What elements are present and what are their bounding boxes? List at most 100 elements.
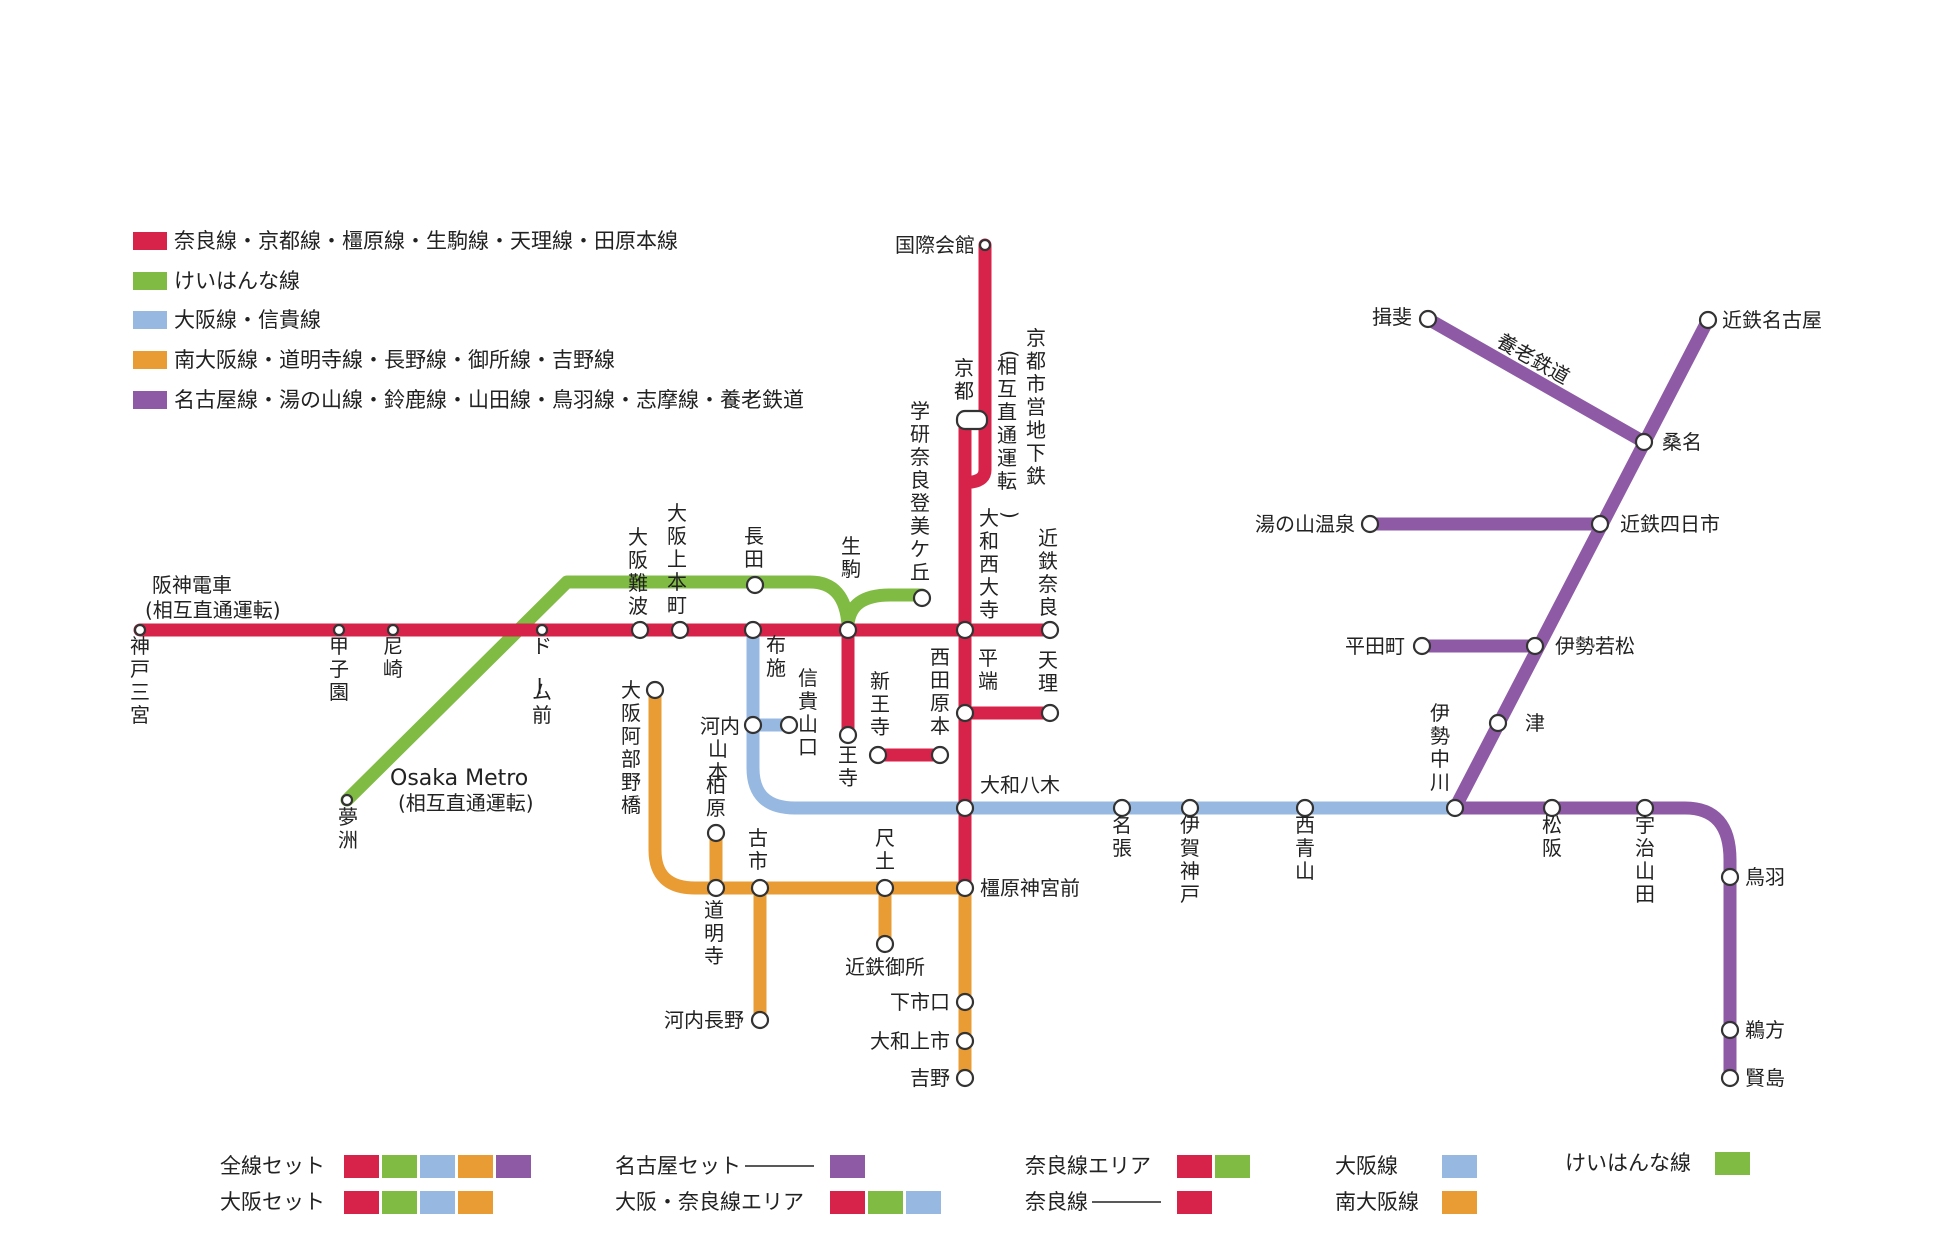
label-kawachinagano: 河内長野 [664, 1008, 744, 1032]
station-iga-kambe[interactable] [1180, 798, 1200, 818]
set-osaka-nara-area: 大阪・奈良線エリア [615, 1190, 941, 1214]
station-koshien[interactable] [332, 623, 346, 637]
label-gakken: 学研奈良登美ケ丘 [910, 399, 930, 584]
label-hanshin-note: (相互直通運転) [145, 598, 281, 622]
stations [133, 238, 1740, 1088]
label-kuwana: 桑名 [1662, 430, 1702, 454]
station-kashikojima[interactable] [1720, 1068, 1740, 1088]
station-domyoji[interactable] [706, 878, 726, 898]
set-nagoya: 名古屋セット [615, 1154, 865, 1178]
station-osaka-abenobashi[interactable] [645, 680, 665, 700]
station-kintetsu-gose[interactable] [875, 934, 895, 954]
station-nagata[interactable] [745, 575, 765, 595]
legend-swatch-osaka [133, 311, 167, 329]
station-ise-wakamatsu[interactable] [1525, 636, 1545, 656]
station-hiratacho[interactable] [1412, 636, 1432, 656]
station-tenri[interactable] [1040, 703, 1060, 723]
set-swatch-minami_osaka [1442, 1191, 1477, 1214]
set-label: 南大阪線 [1335, 1190, 1419, 1214]
station-ugata[interactable] [1720, 1020, 1740, 1040]
station-oji[interactable] [838, 725, 858, 745]
station-kokusai-kaikan[interactable] [978, 238, 992, 252]
keihanna-line [340, 575, 929, 807]
label-hirahata: 平端 [978, 646, 998, 693]
label-iga-kambe: 伊賀神戸 [1180, 813, 1200, 906]
set-minami-osaka: 南大阪線 [1335, 1190, 1477, 1214]
station-ujiyamada[interactable] [1635, 798, 1655, 818]
station-gakken[interactable] [912, 588, 932, 608]
station-kintetsu-nagoya[interactable] [1698, 310, 1718, 330]
station-shakudo[interactable] [875, 878, 895, 898]
station-nishitawaramoto[interactable] [930, 745, 950, 765]
set-osaka-line: 大阪線 [1335, 1154, 1477, 1178]
label-yumeshima: 夢洲 [338, 805, 358, 852]
station-kyoto[interactable] [955, 409, 989, 431]
set-swatch-osaka [420, 1155, 455, 1178]
station-yoshino[interactable] [955, 1068, 975, 1088]
station-matsusaka[interactable] [1542, 798, 1562, 818]
legend: 奈良線・京都線・橿原線・生駒線・天理線・田原本線 けいはんな線 大阪線・信貴線 … [133, 229, 804, 412]
set-nara-area: 奈良線エリア [1025, 1154, 1250, 1178]
set-all-lines: 全線セット [220, 1154, 531, 1178]
station-ibi[interactable] [1418, 309, 1438, 329]
station-osaka-namba[interactable] [630, 620, 650, 640]
station-kobe-sannomiya[interactable] [133, 623, 147, 637]
label-kintetsu-yokkaichi: 近鉄四日市 [1620, 512, 1720, 536]
label-kintetsu-nara: 近鉄奈良 [1038, 526, 1058, 619]
set-nara: 奈良線 [1025, 1190, 1212, 1214]
label-yamato-yagi: 大和八木 [980, 773, 1060, 797]
station-kashiharajingumae[interactable] [955, 878, 975, 898]
station-toba[interactable] [1720, 867, 1740, 887]
label-osaka-metro: Osaka Metro [390, 766, 528, 791]
station-ise-nakagawa[interactable] [1445, 798, 1465, 818]
station-kawachi-yamamoto[interactable] [743, 715, 763, 735]
label-kawachi-yamamoto-b: 山本 [708, 737, 728, 784]
label-shigisan: 信貴山口 [798, 666, 818, 759]
station-nishi-aoyama[interactable] [1295, 798, 1315, 818]
set-swatch-keihanna [1715, 1152, 1750, 1175]
label-ibi: 揖斐 [1372, 305, 1412, 329]
label-kashiwara: 柏原 [706, 773, 726, 820]
station-kintetsu-nara[interactable] [1040, 620, 1060, 640]
label-hanshin: 阪神電車 [152, 573, 232, 597]
label-nabari: 名張 [1112, 813, 1132, 860]
set-swatch-nara [344, 1155, 379, 1178]
station-yamato-yagi[interactable] [955, 798, 975, 818]
station-shin-oji[interactable] [868, 745, 888, 765]
label-nishitawaramoto: 西田原本 [930, 645, 950, 738]
station-kintetsu-yokkaichi[interactable] [1590, 514, 1610, 534]
label-osaka-metro-note: (相互直通運転) [398, 791, 534, 815]
set-swatch-keihanna [382, 1155, 417, 1178]
label-amagasaki: 尼崎 [383, 634, 403, 681]
label-kyoto-subway-note: (相互直通運転) [997, 350, 1022, 519]
station-osaka-uehommachi[interactable] [670, 620, 690, 640]
station-nabari[interactable] [1112, 798, 1132, 818]
label-fuse: 布施 [766, 633, 786, 680]
station-ikoma[interactable] [838, 620, 858, 640]
station-furuichi[interactable] [750, 878, 770, 898]
station-kashiwara[interactable] [706, 823, 726, 843]
label-shimoichiguchi: 下市口 [890, 990, 950, 1014]
label-hiratacho: 平田町 [1345, 634, 1405, 658]
set-label: 大阪線 [1335, 1154, 1398, 1178]
station-kawachinagano[interactable] [750, 1010, 770, 1030]
station-yumeshima[interactable] [340, 793, 354, 807]
station-kuwana[interactable] [1634, 432, 1654, 452]
station-shigisan[interactable] [779, 715, 799, 735]
station-tsu[interactable] [1488, 713, 1508, 733]
station-fuse[interactable] [743, 620, 763, 640]
set-swatch-nara [1177, 1155, 1212, 1178]
label-kyoto-subway: 京都市営地下鉄 [1026, 326, 1046, 488]
station-yamato-kamiichi[interactable] [955, 1031, 975, 1051]
station-shimoichiguchi[interactable] [955, 992, 975, 1012]
station-yamato-saidaiji[interactable] [955, 620, 975, 640]
station-yunoyama[interactable] [1360, 514, 1380, 534]
label-ise-wakamatsu: 伊勢若松 [1555, 634, 1635, 658]
label-kobe-sannomiya: 神戸三宮 [130, 634, 150, 727]
set-label: 名古屋セット [615, 1154, 741, 1178]
station-dome-mae[interactable] [535, 623, 549, 637]
station-hirahata[interactable] [955, 703, 975, 723]
station-amagasaki[interactable] [386, 623, 400, 637]
label-oji: 王寺 [838, 743, 858, 790]
yamada-toba-shima-line [1448, 801, 1737, 1085]
